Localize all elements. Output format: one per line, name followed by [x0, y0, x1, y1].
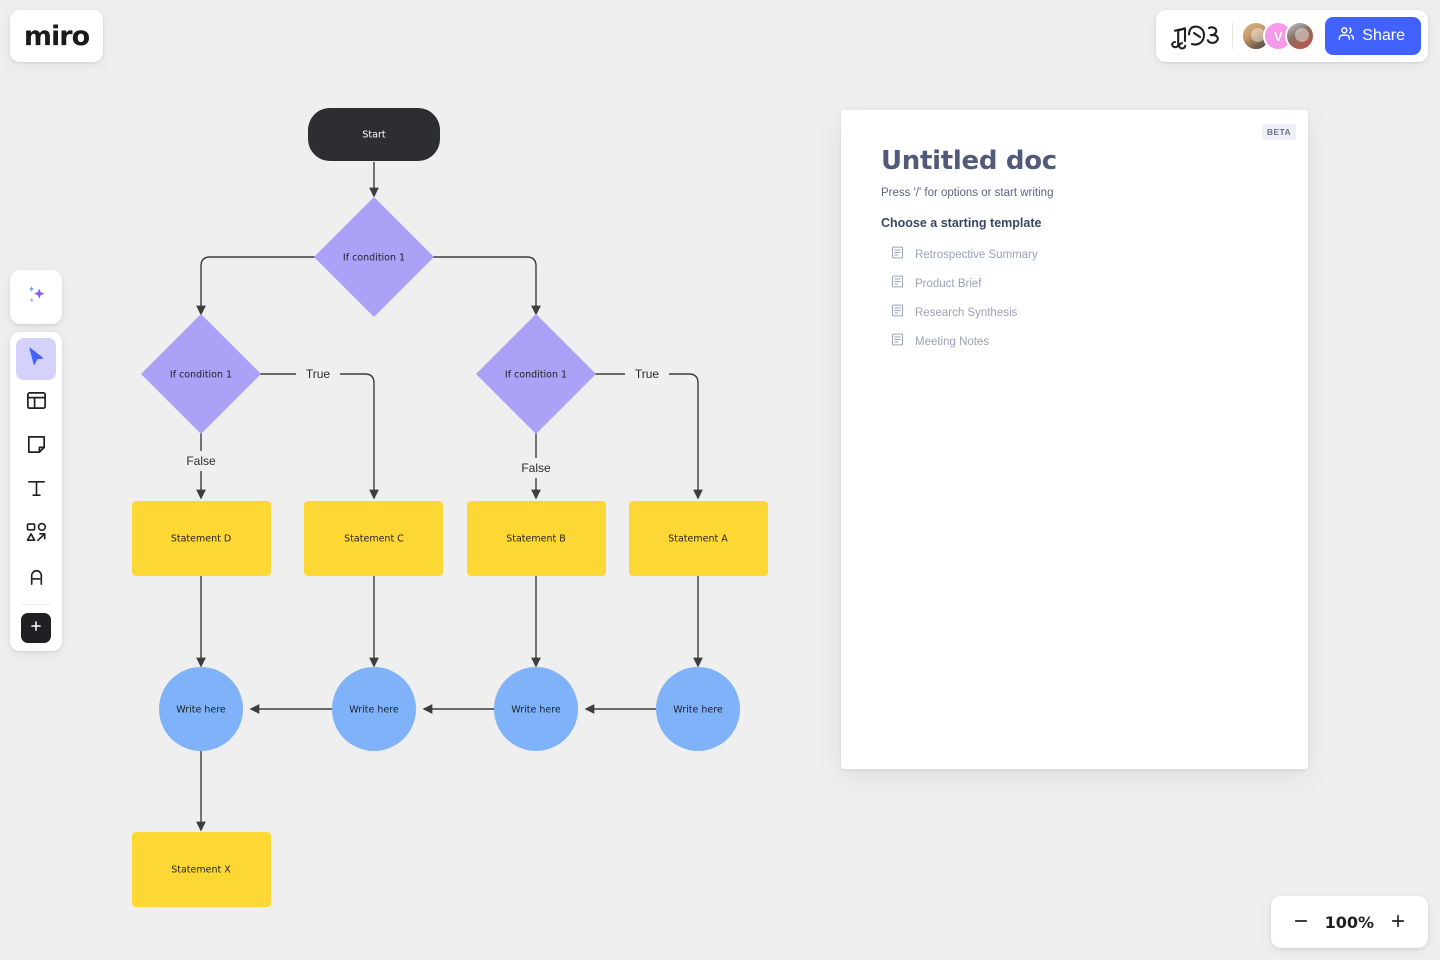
edge-cond2-true-to-statement-a [593, 373, 703, 500]
template-item-label: Meeting Notes [915, 335, 990, 348]
toolbar-item-more[interactable] [21, 613, 51, 643]
doc-template-heading: Choose a starting template [881, 216, 1042, 230]
node-condition-2-label: If condition 1 [505, 370, 567, 381]
shapes-and-arrow-icon [25, 521, 48, 549]
template-item-retrospective-summary[interactable]: Retrospective Summary [881, 240, 1268, 269]
zoom-in-button[interactable] [1384, 908, 1412, 936]
node-statement-d[interactable]: Statement D [132, 501, 271, 576]
toolbar-item-select[interactable] [16, 338, 56, 380]
edge-labels: True True False False [176, 364, 669, 478]
miro-logo[interactable]: miro [10, 10, 103, 62]
node-statement-a[interactable]: Statement A [629, 501, 768, 576]
node-circle-2[interactable]: Write here [332, 667, 416, 751]
node-circle-1[interactable]: Write here [159, 667, 243, 751]
people-icon [1338, 25, 1355, 47]
main-toolbar [10, 332, 62, 651]
cursor-icon [25, 346, 47, 373]
template-item-research-synthesis[interactable]: Research Synthesis [881, 298, 1268, 327]
toolbar-item-text[interactable] [16, 470, 56, 512]
node-condition-0-label: If condition 1 [343, 253, 405, 264]
collaborator-avatars[interactable]: V [1241, 21, 1316, 51]
node-statement-b[interactable]: Statement B [467, 501, 606, 576]
edge-label-true-1: True [306, 367, 331, 381]
node-circle-4[interactable]: Write here [656, 667, 740, 751]
node-statement-x[interactable]: Statement X [132, 832, 271, 907]
toolbar-divider [22, 604, 50, 605]
pen-draw-icon [25, 565, 48, 593]
node-circle-3[interactable]: Write here [494, 667, 578, 751]
avatar[interactable] [1285, 21, 1316, 51]
music-notes-doodle-icon[interactable] [1170, 21, 1226, 51]
toolbar-item-pen[interactable] [16, 558, 56, 600]
toolbar-item-ai-sparkles[interactable] [10, 270, 62, 324]
minus-icon [1292, 912, 1310, 933]
edge-cond1-true-to-statement-c [258, 373, 379, 500]
node-statement-b-label: Statement B [506, 534, 566, 545]
template-item-label: Retrospective Summary [915, 248, 1038, 261]
zoom-out-button[interactable] [1287, 908, 1315, 936]
template-item-label: Research Synthesis [915, 306, 1018, 319]
sparkles-icon [23, 282, 49, 313]
toolbar-item-sticky-note[interactable] [16, 426, 56, 468]
sticky-note-icon [25, 433, 48, 461]
doc-hint-text: Press '/' for options or start writing [881, 187, 1054, 199]
node-condition-2[interactable]: If condition 1 [476, 314, 596, 434]
node-statement-x-label: Statement X [171, 865, 231, 876]
document-icon [891, 304, 904, 322]
doc-title[interactable]: Untitled doc [881, 146, 1057, 176]
document-icon [891, 275, 904, 293]
toolbar-item-templates[interactable] [16, 382, 56, 424]
edge-label-true-2: True [635, 367, 660, 381]
plus-icon [1389, 912, 1407, 933]
template-list: Retrospective Summary Product Brief [881, 240, 1268, 356]
template-item-meeting-notes[interactable]: Meeting Notes [881, 327, 1268, 356]
flow-edges [196, 162, 703, 832]
plus-icon [29, 619, 43, 638]
edge-label-false-1: False [186, 454, 216, 468]
text-t-icon [25, 477, 48, 505]
node-circle-1-label: Write here [176, 705, 226, 716]
miro-logo-text: miro [23, 20, 90, 52]
node-circle-3-label: Write here [511, 705, 561, 716]
node-condition-1-label: If condition 1 [170, 370, 232, 381]
topbar-divider [1232, 23, 1234, 49]
node-statement-c-label: Statement C [344, 534, 404, 545]
topbar: V Share [1156, 10, 1428, 62]
document-panel[interactable]: BETA Untitled doc Press '/' for options … [841, 110, 1308, 769]
zoom-control: 100% [1270, 896, 1428, 948]
edge-cond0-to-cond1 [196, 256, 317, 316]
template-layout-icon [25, 389, 48, 417]
node-circle-4-label: Write here [673, 705, 723, 716]
beta-badge: BETA [1261, 124, 1296, 140]
node-statement-d-label: Statement D [171, 534, 231, 545]
template-item-product-brief[interactable]: Product Brief [881, 269, 1268, 298]
node-statement-c[interactable]: Statement C [304, 501, 443, 576]
node-statement-a-label: Statement A [668, 534, 728, 545]
document-icon [891, 246, 904, 264]
node-start-label: Start [362, 130, 385, 141]
node-start[interactable]: Start [308, 108, 440, 161]
document-icon [891, 333, 904, 351]
toolbar-item-shapes[interactable] [16, 514, 56, 556]
edge-cond0-to-cond2 [431, 256, 541, 316]
node-condition-0[interactable]: If condition 1 [314, 197, 434, 317]
avatar-initial: V [1273, 28, 1283, 44]
template-item-label: Product Brief [915, 277, 982, 290]
node-circle-2-label: Write here [349, 705, 399, 716]
share-button-label: Share [1362, 27, 1405, 44]
edge-label-false-2: False [521, 461, 551, 475]
zoom-level-label[interactable]: 100% [1324, 912, 1374, 932]
share-button[interactable]: Share [1325, 17, 1421, 55]
node-condition-1[interactable]: If condition 1 [141, 314, 261, 434]
avatar-face [1295, 28, 1310, 42]
avatar-face [1251, 28, 1266, 42]
